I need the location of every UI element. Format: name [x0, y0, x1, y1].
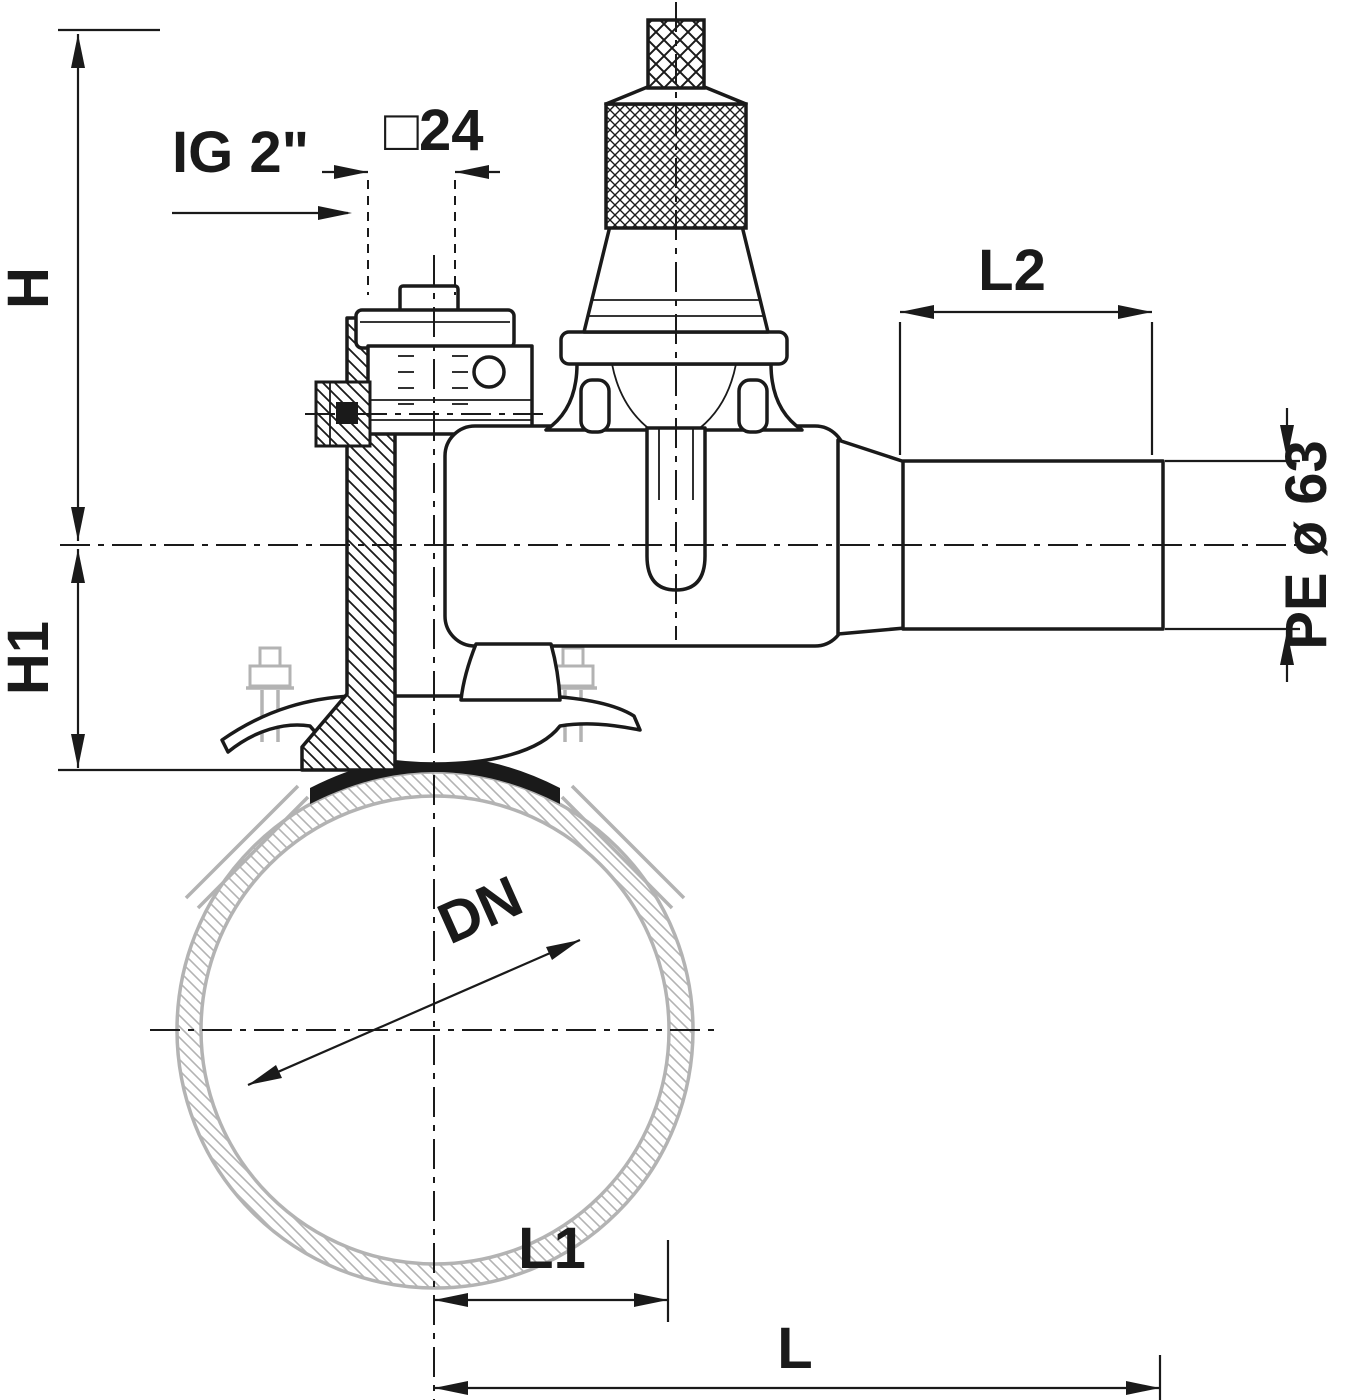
- dim-pe63: [1165, 408, 1300, 682]
- arrowhead: [455, 165, 489, 179]
- dim-dn: [247, 938, 581, 1087]
- dim-label-square24: □24: [384, 98, 484, 163]
- dim-label-h1: H1: [0, 621, 61, 695]
- arrowhead: [546, 940, 580, 960]
- arrowhead: [900, 305, 934, 319]
- saddle-body: [220, 694, 642, 766]
- spindle-boss: [398, 284, 460, 314]
- dim-label-dn: DN: [429, 863, 532, 956]
- arrowhead: [71, 549, 85, 583]
- arrowhead: [434, 1381, 468, 1395]
- arrowhead: [71, 734, 85, 768]
- dim-thread-leader: [172, 206, 352, 220]
- arrowhead: [1280, 425, 1294, 459]
- arrowhead: [71, 34, 85, 68]
- bonnet-bolt-left: [579, 378, 611, 434]
- dim-label-pe63: PE ø 63: [1274, 440, 1339, 650]
- dim-square24: [322, 165, 500, 295]
- centerlines: [60, 2, 1305, 1400]
- dim-h: [58, 28, 160, 541]
- dim-l1: [434, 1240, 670, 1322]
- arrowhead: [434, 1293, 468, 1307]
- dim-label-thread: IG 2": [172, 120, 309, 185]
- arrowhead: [248, 1065, 282, 1085]
- bonnet-flange: [559, 330, 789, 366]
- service-valve-riser: [305, 284, 545, 448]
- dim-label-l: L: [777, 1316, 812, 1381]
- internal-thread: [398, 355, 468, 405]
- outlet-cone: [836, 438, 907, 636]
- clamp-bolt-left: [246, 646, 294, 742]
- dim-h1: [58, 549, 330, 772]
- bonnet-and-spindle: [544, 18, 804, 592]
- vent-ball: [472, 355, 506, 389]
- arrowhead: [334, 165, 368, 179]
- arrowhead: [634, 1293, 668, 1307]
- saddle-skirt: [459, 642, 562, 702]
- dim-label-h: H: [0, 267, 61, 309]
- arrowhead: [318, 206, 352, 220]
- dim-l2: [898, 305, 1154, 455]
- arrowhead: [1280, 631, 1294, 665]
- arrowhead: [71, 507, 85, 541]
- saddle-clamp-strap: [184, 784, 686, 910]
- clamp-bolt-right: [549, 646, 597, 742]
- valve-chamber: [443, 424, 847, 648]
- bonnet-bolt-right: [737, 378, 769, 434]
- dim-label-l1: L1: [518, 1216, 586, 1281]
- valve-body: [443, 424, 1165, 702]
- arrowhead: [1118, 305, 1152, 319]
- dim-l: [434, 1355, 1162, 1400]
- arrowhead: [1126, 1381, 1160, 1395]
- dim-label-l2: L2: [978, 238, 1046, 303]
